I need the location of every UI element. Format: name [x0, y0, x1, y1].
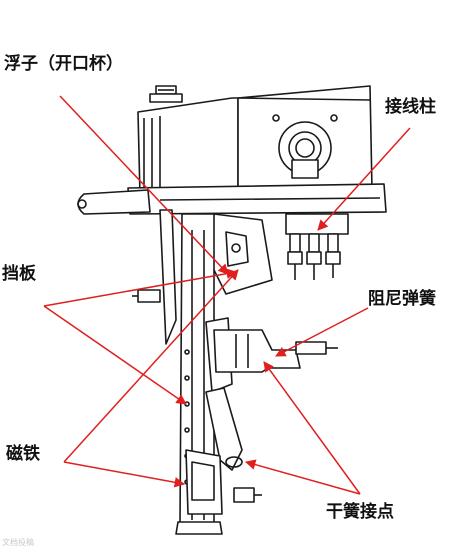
label-magnet: 磁铁	[6, 444, 40, 464]
label-terminal: 接线柱	[385, 97, 436, 117]
label-damping-spring: 阻尼弹簧	[368, 289, 436, 309]
watermark: 文档投稿	[2, 538, 34, 547]
mechanism	[77, 85, 387, 535]
label-baffle: 挡板	[2, 264, 36, 284]
arrow-reed-b	[244, 459, 361, 495]
arrow-terminal	[317, 127, 411, 231]
arrow-float-cup	[59, 95, 229, 275]
terminal-posts	[285, 213, 349, 280]
arrow-baffle-a	[43, 305, 187, 405]
leader-arrows	[43, 95, 411, 495]
arrow-reed-a	[263, 361, 361, 495]
arrow-magnet-a	[63, 269, 239, 463]
arrow-baffle-b	[43, 268, 238, 307]
label-float-cup: 浮子（开口杯）	[4, 54, 123, 74]
label-reed-contact: 干簧接点	[326, 502, 394, 522]
arrow-magnet-b	[63, 461, 186, 488]
arrow-damping-spring	[275, 307, 369, 357]
